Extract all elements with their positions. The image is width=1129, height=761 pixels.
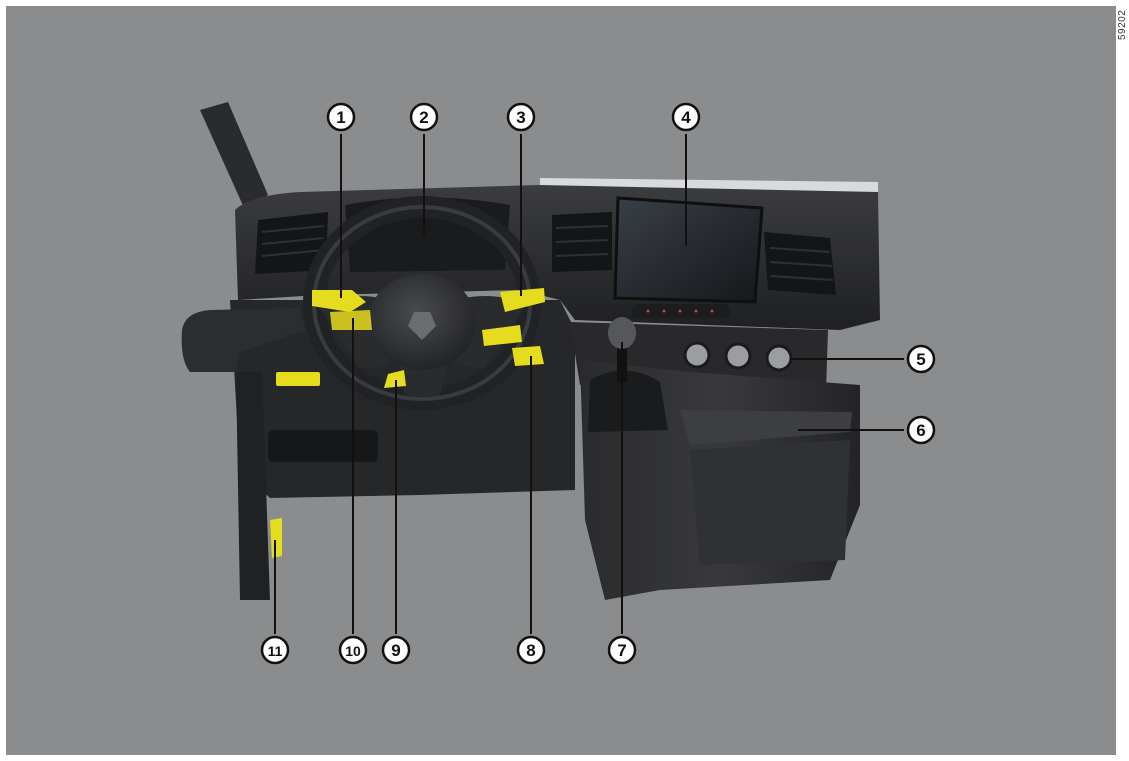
callout-2: 2 [409, 102, 439, 132]
gear-knob [608, 317, 636, 349]
screen-button-leds [646, 309, 714, 313]
callout-9-label: 9 [391, 641, 400, 660]
highlight-left-stalk [312, 290, 366, 312]
callout-11-label: 11 [268, 643, 283, 659]
callout-8-label: 8 [526, 641, 535, 660]
lower-storage-slot [268, 430, 378, 462]
callout-9: 9 [381, 635, 411, 665]
left-vent-slats [261, 225, 325, 257]
callout-6: 6 [906, 415, 936, 445]
console-tray [690, 440, 850, 565]
callout-1-label: 1 [336, 108, 345, 127]
right-vent-slats [769, 247, 834, 281]
callout-4: 4 [671, 102, 701, 132]
highlight-wiper-stalk [482, 325, 522, 346]
console-storage-lid [680, 410, 852, 445]
highlight-steering-adjust [384, 370, 406, 388]
callout-10-label: 10 [345, 643, 361, 659]
door-armrest [181, 308, 305, 372]
highlight-left-wheel-buttons [330, 310, 372, 330]
highlight-right-stalk [500, 288, 545, 312]
door-lower [236, 372, 270, 600]
leader-lines [274, 134, 904, 634]
callout-3-label: 3 [516, 108, 525, 127]
callout-11: 11 [260, 635, 290, 665]
callout-3: 3 [506, 102, 536, 132]
callout-8: 8 [516, 635, 546, 665]
callout-10: 10 [338, 635, 368, 665]
callout-5: 5 [906, 344, 936, 374]
callout-7-label: 7 [617, 641, 626, 660]
gear-boot [588, 370, 668, 432]
highlight-left-panel-switch [276, 372, 320, 386]
highlight-ignition [512, 346, 544, 366]
callout-7: 7 [607, 635, 637, 665]
callout-2-label: 2 [419, 108, 428, 127]
callout-4-label: 4 [681, 108, 691, 127]
climate-knobs [683, 341, 793, 372]
multimedia-screen [613, 196, 764, 304]
callout-6-label: 6 [916, 421, 925, 440]
callout-1: 1 [326, 102, 356, 132]
callout-5-label: 5 [916, 350, 925, 369]
a-pillar [200, 102, 268, 210]
center-vent-slats [555, 225, 609, 257]
highlighted-controls [270, 288, 545, 558]
highlight-door-lever [270, 518, 282, 558]
